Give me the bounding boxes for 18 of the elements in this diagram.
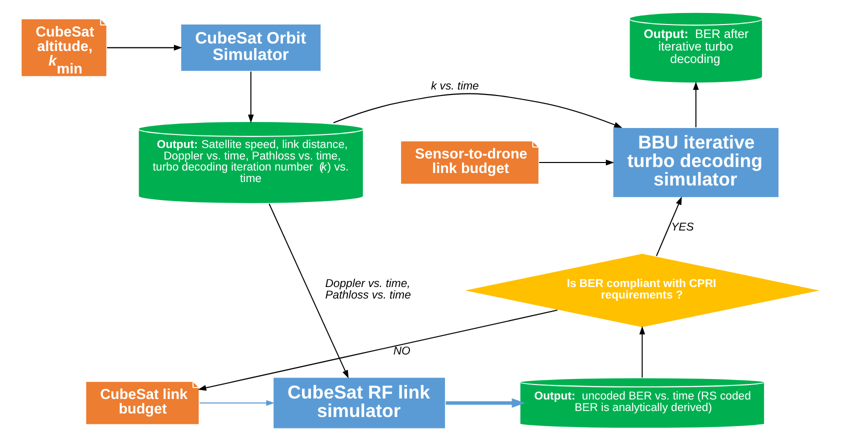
edge-label: NO [392, 345, 410, 358]
arrow [538, 160, 614, 166]
arrow [332, 93, 622, 128]
arrow [268, 204, 348, 378]
arrow [199, 400, 274, 406]
arrow [692, 82, 698, 128]
arrow [445, 398, 525, 408]
node-box: CubeSat Orbit Simulator [180, 23, 322, 72]
arrow [638, 326, 645, 378]
arrow [656, 196, 682, 256]
arrow [247, 72, 254, 123]
arrow [106, 44, 182, 51]
arrow [197, 310, 557, 391]
edge-label: Doppler vs. time, Pathloss vs. time [324, 278, 410, 302]
node-box: CubeSat RF link simulator [272, 376, 446, 430]
node-box: BBU iterative turbo decoding simulator [612, 126, 780, 198]
edge-label: k vs. time [430, 80, 478, 93]
edge-label: YES [670, 221, 694, 234]
